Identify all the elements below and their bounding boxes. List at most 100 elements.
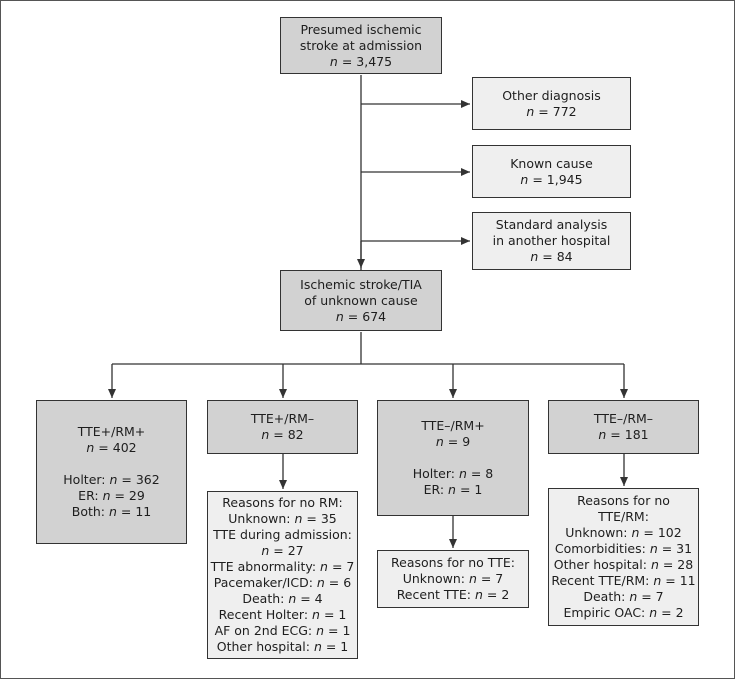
line-text: ER: xyxy=(78,488,103,503)
n-symbol: n xyxy=(598,427,607,442)
line-text: = 362 xyxy=(117,472,160,487)
line-text: TTE/RM: xyxy=(598,509,649,524)
node-text-line: n = 1,945 xyxy=(520,172,582,188)
line-text: Unknown: xyxy=(565,525,632,540)
line-text: Reasons for no RM: xyxy=(222,495,343,510)
line-text: Unknown: xyxy=(228,511,295,526)
line-text: = 3,475 xyxy=(337,53,393,69)
line-text: Empiric OAC: xyxy=(563,605,650,620)
n-symbol: n xyxy=(448,482,456,497)
line-text: Reasons for no TTE: xyxy=(391,555,515,570)
line-text: = 27 xyxy=(269,543,304,558)
node-text-line: Other hospital: n = 1 xyxy=(217,639,349,655)
node-text-line: Recent TTE/RM: n = 11 xyxy=(551,573,695,589)
line-text: TTE during admission: xyxy=(213,527,352,542)
node-text-line: Reasons for no RM: xyxy=(222,495,342,511)
line-text: TTE+/RM+ xyxy=(77,424,146,439)
n-symbol: n xyxy=(288,591,297,606)
node-text-line: Standard analysis xyxy=(496,217,607,233)
node-text-line: Holter: n = 8 xyxy=(413,466,494,482)
node-text-line: n = 674 xyxy=(336,309,386,325)
line-text: = 7 xyxy=(327,559,355,574)
node-text-line: TTE–/RM+ xyxy=(421,418,484,434)
line-text: Standard analysis xyxy=(495,217,608,232)
node-text-line: n = 27 xyxy=(261,543,303,559)
n-symbol: n xyxy=(313,639,322,654)
line-text: Other diagnosis xyxy=(502,87,601,103)
n-symbol: n xyxy=(329,53,338,69)
line-text: TTE–/RM– xyxy=(593,411,654,426)
line-text: Comorbidities: xyxy=(554,541,650,556)
node-text-line: n = 772 xyxy=(526,104,576,120)
line-text: = 84 xyxy=(538,249,573,264)
node-text-line: TTE–/RM– xyxy=(594,411,653,427)
n-symbol: n xyxy=(320,559,328,574)
line-text: Ischemic stroke/TIA xyxy=(300,276,422,292)
node-text-line: TTE during admission: xyxy=(213,527,352,543)
line-text: Pacemaker/ICD: xyxy=(213,575,317,590)
line-text: = 674 xyxy=(343,308,387,324)
node-text-line: ER: n = 29 xyxy=(78,488,145,504)
line-text: = 9 xyxy=(443,434,471,449)
line-text: = 7 xyxy=(637,589,664,604)
line-text: = 1 xyxy=(324,623,351,638)
n-symbol: n xyxy=(335,308,344,324)
node-text-line: stroke at admission xyxy=(300,38,422,54)
n-symbol: n xyxy=(475,587,483,602)
n-symbol: n xyxy=(526,103,535,119)
line-text: = 181 xyxy=(606,427,649,442)
line-text: Known cause xyxy=(510,155,593,171)
line-text: = 1 xyxy=(321,639,349,654)
line-text: Unknown: xyxy=(402,571,469,586)
line-text: Recent TTE/RM: xyxy=(551,573,654,588)
line-text: = 8 xyxy=(466,466,494,481)
node-text-line: Unknown: n = 102 xyxy=(565,525,681,541)
node-text-line: ER: n = 1 xyxy=(424,482,483,498)
n-symbol: n xyxy=(312,607,320,622)
node-text-line: Presumed ischemic xyxy=(300,22,421,38)
n-symbol: n xyxy=(108,504,117,519)
line-text: Holter: xyxy=(412,466,459,481)
node-text-line: Death: n = 4 xyxy=(242,591,322,607)
n-symbol: n xyxy=(629,589,638,604)
node-text-line: TTE/RM: xyxy=(598,509,649,525)
line-text: = 11 xyxy=(661,573,696,588)
n-symbol: n xyxy=(631,525,640,540)
line-text: Death: xyxy=(583,589,630,604)
line-text: = 1,945 xyxy=(528,171,583,187)
n-symbol: n xyxy=(649,541,658,556)
node-text-line: Ischemic stroke/TIA xyxy=(300,277,422,293)
line-text: = 772 xyxy=(534,103,577,119)
line-text: = 11 xyxy=(116,504,152,519)
node-text-line: Known cause xyxy=(510,156,593,172)
n-symbol: n xyxy=(458,466,467,481)
line-text: = 1 xyxy=(319,607,347,622)
n-symbol: n xyxy=(86,440,95,455)
node-text-line: n = 9 xyxy=(436,434,470,450)
line-text: Death: xyxy=(242,591,289,606)
line-text: = 102 xyxy=(639,525,682,540)
node-text-line: Both: n = 11 xyxy=(72,504,152,520)
line-text: = 4 xyxy=(296,591,323,606)
n-symbol: n xyxy=(468,571,477,586)
line-text: = 2 xyxy=(657,605,684,620)
line-text: = 82 xyxy=(269,427,304,442)
line-text: Other hospital: xyxy=(216,639,314,654)
line-text: TTE–/RM+ xyxy=(421,418,485,433)
line-text: Both: xyxy=(71,504,109,519)
node-text-line: Pacemaker/ICD: n = 6 xyxy=(214,575,351,591)
node-text-line: n = 181 xyxy=(598,427,648,443)
line-text: ER: xyxy=(423,482,449,497)
n-symbol: n xyxy=(650,557,659,572)
node-text-line: Recent Holter: n = 1 xyxy=(219,607,347,623)
